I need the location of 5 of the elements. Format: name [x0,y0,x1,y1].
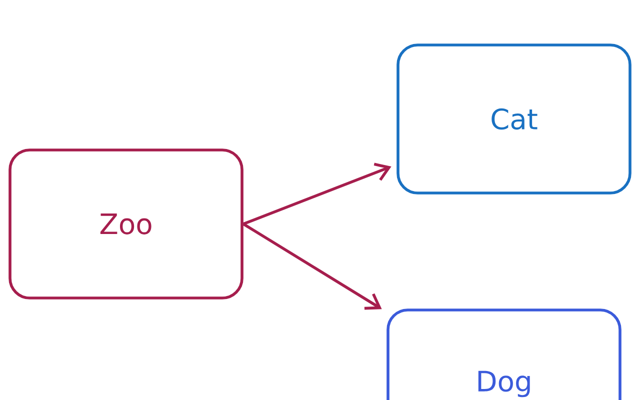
process-box: Cat [396,44,632,194]
arrow [242,222,382,310]
process-box: Dog [386,308,622,400]
arrow [242,162,392,226]
process-box: Zoo [8,148,244,300]
